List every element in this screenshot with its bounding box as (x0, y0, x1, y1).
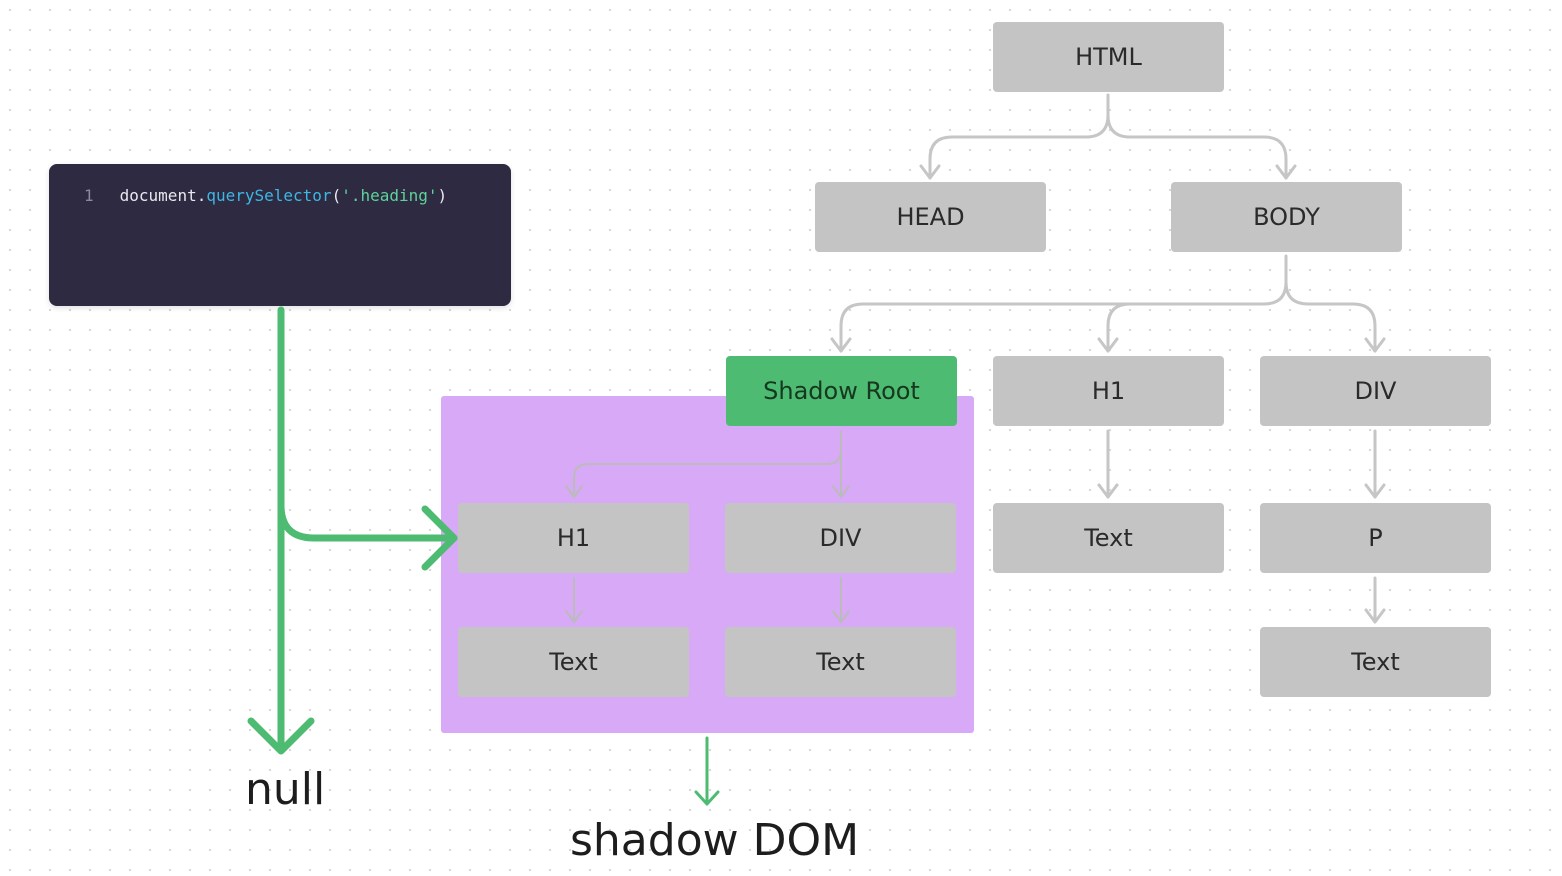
code-close-paren: ) (437, 186, 448, 205)
node-body-h1: H1 (993, 356, 1224, 426)
html-to-head-connector (928, 93, 1110, 180)
node-body-p: P (1260, 503, 1491, 573)
node-head: HEAD (815, 182, 1046, 252)
node-shadow-div: DIV (725, 503, 956, 573)
node-shadow-h1-text: Text (458, 627, 689, 697)
h1-arrowhead (1097, 337, 1119, 353)
node-shadow-h1: H1 (458, 503, 689, 573)
shadow-h1-query-arrowhead (421, 505, 458, 571)
code-method: querySelector (206, 186, 332, 205)
code-line: 1 document.querySelector('.heading') (84, 186, 447, 205)
code-open-paren: ( (331, 186, 342, 205)
node-body-p-text: Text (1260, 627, 1491, 697)
node-shadow-root: Shadow Root (726, 356, 957, 426)
shadow-h1-arrowhead (565, 485, 583, 498)
code-snippet-panel: 1 document.querySelector('.heading') (49, 164, 511, 306)
shadowroot-arrowhead (830, 337, 852, 353)
shadow-h1-text-arrowhead (565, 610, 583, 623)
node-html: HTML (993, 22, 1224, 92)
p-arrowhead (1364, 483, 1386, 499)
null-result-label: null (245, 764, 326, 815)
body-arrowhead (1275, 164, 1297, 180)
code-object: document (119, 186, 197, 205)
body-to-div-connector (1284, 280, 1377, 353)
node-shadow-div-text: Text (725, 627, 956, 697)
p-text-arrowhead (1364, 608, 1386, 624)
node-body-h1-text: Text (993, 503, 1224, 573)
shadow-div-arrowhead (832, 485, 850, 498)
code-argument: '.heading' (341, 186, 438, 205)
h1-text-arrowhead (1097, 483, 1119, 499)
node-body-div: DIV (1260, 356, 1491, 426)
body-to-h1-connector (1106, 302, 1132, 353)
node-body: BODY (1171, 182, 1402, 252)
line-number: 1 (84, 186, 94, 205)
shadow-div-text-arrowhead (832, 610, 850, 623)
shadow-dom-label-arrowhead (694, 790, 720, 806)
code-dot: . (196, 186, 207, 205)
head-arrowhead (919, 164, 941, 180)
query-path-to-shadow-h1 (277, 501, 458, 542)
html-to-body-connector (1106, 113, 1288, 180)
shadow-dom-label: shadow DOM (570, 815, 860, 866)
div-arrowhead (1364, 337, 1386, 353)
null-arrowhead (247, 717, 315, 755)
body-to-shadowroot-connector (839, 254, 1288, 353)
